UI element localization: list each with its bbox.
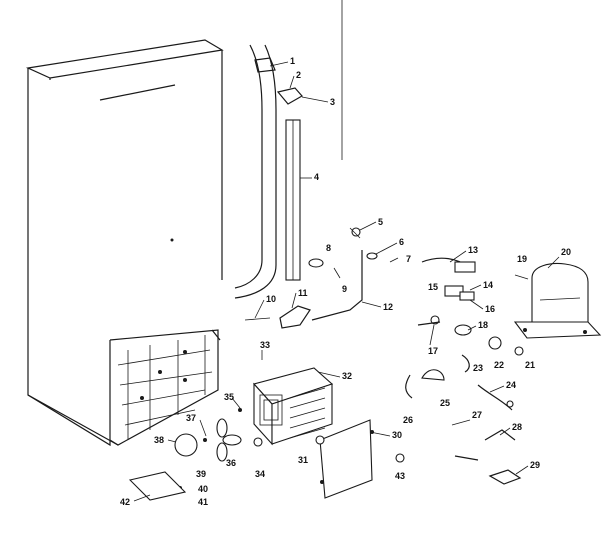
callout-27: 27 — [472, 410, 482, 420]
compressor — [513, 262, 602, 339]
callout-11: 11 — [298, 288, 308, 298]
callout-25: 25 — [440, 398, 450, 408]
callout-33: 33 — [260, 340, 270, 350]
callout-18: 18 — [478, 320, 488, 330]
callout-13: 13 — [468, 245, 478, 255]
callout-labels: 1 2 3 4 5 6 7 8 9 10 11 12 13 14 15 16 1… — [120, 56, 571, 507]
callout-15: 15 — [428, 282, 438, 292]
callout-17: 17 — [428, 346, 438, 356]
callout-5: 5 — [378, 217, 383, 227]
callout-42: 42 — [120, 497, 130, 507]
callout-3: 3 — [330, 97, 335, 107]
callout-29: 29 — [530, 460, 540, 470]
callout-31: 31 — [298, 455, 308, 465]
callout-22: 22 — [494, 360, 504, 370]
callout-28: 28 — [512, 422, 522, 432]
tubing — [234, 44, 399, 329]
callout-24: 24 — [506, 380, 516, 390]
callout-43: 43 — [395, 471, 405, 481]
callout-10: 10 — [266, 294, 276, 304]
callout-16: 16 — [485, 304, 495, 314]
callout-36: 36 — [226, 458, 236, 468]
leader-lines — [133, 61, 560, 502]
callout-23: 23 — [473, 363, 483, 373]
panel — [319, 419, 373, 499]
callout-1: 1 — [290, 56, 295, 66]
callout-7: 7 — [406, 254, 411, 264]
callout-14: 14 — [483, 280, 493, 290]
callout-12: 12 — [383, 302, 393, 312]
callout-41: 41 — [198, 497, 208, 507]
callout-6: 6 — [399, 237, 404, 247]
callout-21: 21 — [525, 360, 535, 370]
callout-34: 34 — [255, 469, 265, 479]
condenser — [252, 367, 334, 446]
callout-39: 39 — [196, 469, 206, 479]
cabinet — [25, 39, 224, 447]
callout-35: 35 — [224, 392, 234, 402]
callout-20: 20 — [561, 247, 571, 257]
callout-4: 4 — [314, 172, 319, 182]
callout-37: 37 — [186, 413, 196, 423]
callout-19: 19 — [517, 254, 527, 264]
callout-30: 30 — [392, 430, 402, 440]
callout-32: 32 — [342, 371, 352, 381]
callout-9: 9 — [342, 284, 347, 294]
callout-40: 40 — [198, 484, 208, 494]
callout-8: 8 — [326, 243, 331, 253]
fan-assembly — [128, 350, 405, 501]
callout-26: 26 — [403, 415, 413, 425]
electrical-parts — [405, 257, 524, 485]
callout-2: 2 — [296, 70, 301, 80]
callout-38: 38 — [154, 435, 164, 445]
